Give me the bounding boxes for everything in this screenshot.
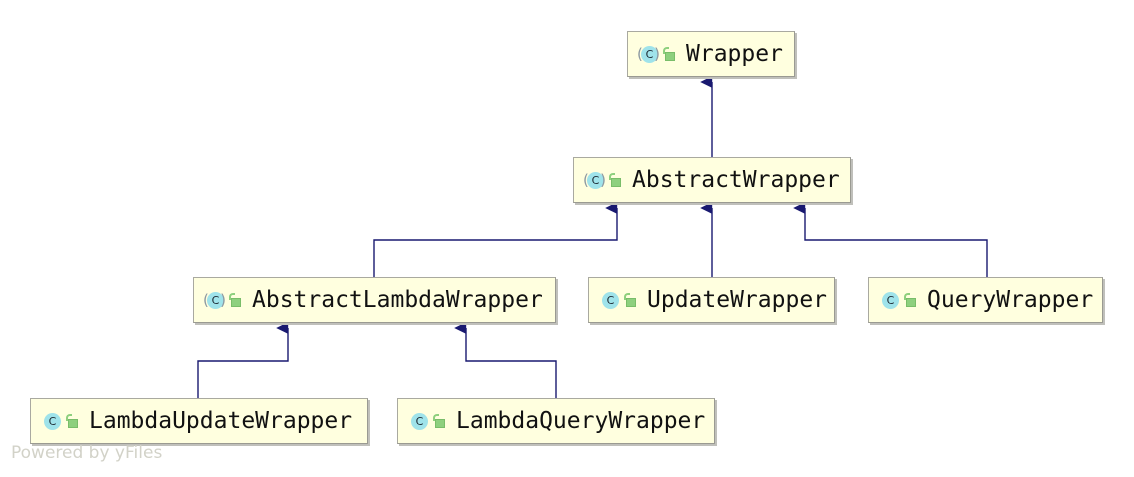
class-icon-letter: C bbox=[591, 173, 600, 187]
class-icon-letter: C bbox=[886, 293, 895, 307]
class-icon-letter: C bbox=[211, 293, 220, 307]
class-name-label: Wrapper bbox=[686, 40, 783, 67]
class-icon-disc bbox=[602, 291, 619, 309]
class-icon-letter: C bbox=[48, 414, 57, 428]
class-icon-letter: C bbox=[606, 293, 615, 307]
abstract-paren-left-icon: ( bbox=[637, 44, 643, 63]
edge-lambda-query-wrapper-to-abstract-lambda-wrapper bbox=[454, 322, 557, 398]
class-node-lambda-update-wrapper[interactable]: C LambdaUpdateWrapper bbox=[30, 398, 368, 444]
unlocked-padlock-icon bbox=[662, 46, 677, 62]
abstract-paren-left-icon: ( bbox=[583, 170, 589, 189]
unlocked-padlock-icon bbox=[432, 413, 447, 429]
class-node-abstract-lambda-wrapper[interactable]: ( C ) AbstractLambdaWrapper bbox=[193, 277, 556, 323]
class-name-label: AbstractLambdaWrapper bbox=[252, 286, 543, 313]
class-icon-letter: C bbox=[415, 414, 424, 428]
padlock-shackle bbox=[663, 47, 669, 54]
edge-abstract-lambda-wrapper-to-abstract-wrapper bbox=[373, 202, 618, 277]
class-icon-letter: C bbox=[645, 47, 654, 61]
abstract-paren-left-icon: ( bbox=[203, 290, 209, 309]
padlock-body bbox=[435, 419, 445, 428]
padlock-shackle bbox=[609, 173, 615, 180]
unlocked-padlock-icon bbox=[623, 292, 638, 308]
padlock-body bbox=[665, 52, 675, 61]
class-name-label: QueryWrapper bbox=[927, 286, 1094, 313]
class-icon-disc bbox=[207, 291, 224, 309]
padlock-body bbox=[611, 178, 621, 187]
class-name-label: AbstractWrapper bbox=[632, 166, 840, 193]
padlock-shackle bbox=[624, 293, 630, 300]
class-node-lambda-query-wrapper[interactable]: C LambdaQueryWrapper bbox=[397, 398, 715, 444]
abstract-class-icon: ( C ) bbox=[583, 170, 606, 191]
abstract-class-icon: ( C ) bbox=[637, 44, 660, 65]
abstract-class-icon: ( C ) bbox=[203, 290, 226, 311]
class-icon-disc bbox=[587, 171, 604, 189]
class-name-label: UpdateWrapper bbox=[647, 286, 828, 313]
class-icon: C bbox=[879, 290, 900, 311]
class-icon: C bbox=[41, 411, 62, 432]
abstract-paren-right-icon: ) bbox=[220, 290, 226, 309]
yfiles-watermark: Powered by yFiles bbox=[11, 443, 163, 463]
class-icon: C bbox=[408, 411, 429, 432]
class-icon-disc bbox=[641, 45, 658, 63]
unlocked-padlock-icon bbox=[228, 292, 243, 308]
abstract-paren-right-icon: ) bbox=[654, 44, 660, 63]
padlock-body bbox=[231, 298, 241, 307]
class-icon: C bbox=[599, 290, 620, 311]
padlock-shackle bbox=[433, 414, 439, 421]
class-icon-disc bbox=[44, 412, 61, 430]
abstract-paren-right-icon: ) bbox=[600, 170, 606, 189]
unlocked-padlock-icon bbox=[608, 172, 623, 188]
unlocked-padlock-icon bbox=[65, 413, 80, 429]
class-node-query-wrapper[interactable]: C QueryWrapper bbox=[868, 277, 1103, 323]
class-name-label: LambdaUpdateWrapper bbox=[89, 407, 353, 434]
padlock-shackle bbox=[229, 293, 235, 300]
padlock-shackle bbox=[904, 293, 910, 300]
padlock-body bbox=[68, 419, 78, 428]
class-name-label: LambdaQueryWrapper bbox=[456, 407, 706, 434]
unlocked-padlock-icon bbox=[903, 292, 918, 308]
padlock-shackle bbox=[66, 414, 72, 421]
class-node-abstract-wrapper[interactable]: ( C ) AbstractWrapper bbox=[573, 157, 851, 203]
padlock-body bbox=[626, 298, 636, 307]
class-icon-disc bbox=[882, 291, 899, 309]
class-icon-disc bbox=[411, 412, 428, 430]
class-node-update-wrapper[interactable]: C UpdateWrapper bbox=[588, 277, 835, 323]
padlock-body bbox=[906, 298, 916, 307]
class-node-wrapper[interactable]: ( C ) Wrapper bbox=[627, 31, 795, 77]
edge-lambda-update-wrapper-to-abstract-lambda-wrapper bbox=[197, 322, 289, 398]
edge-query-wrapper-to-abstract-wrapper bbox=[793, 202, 988, 277]
